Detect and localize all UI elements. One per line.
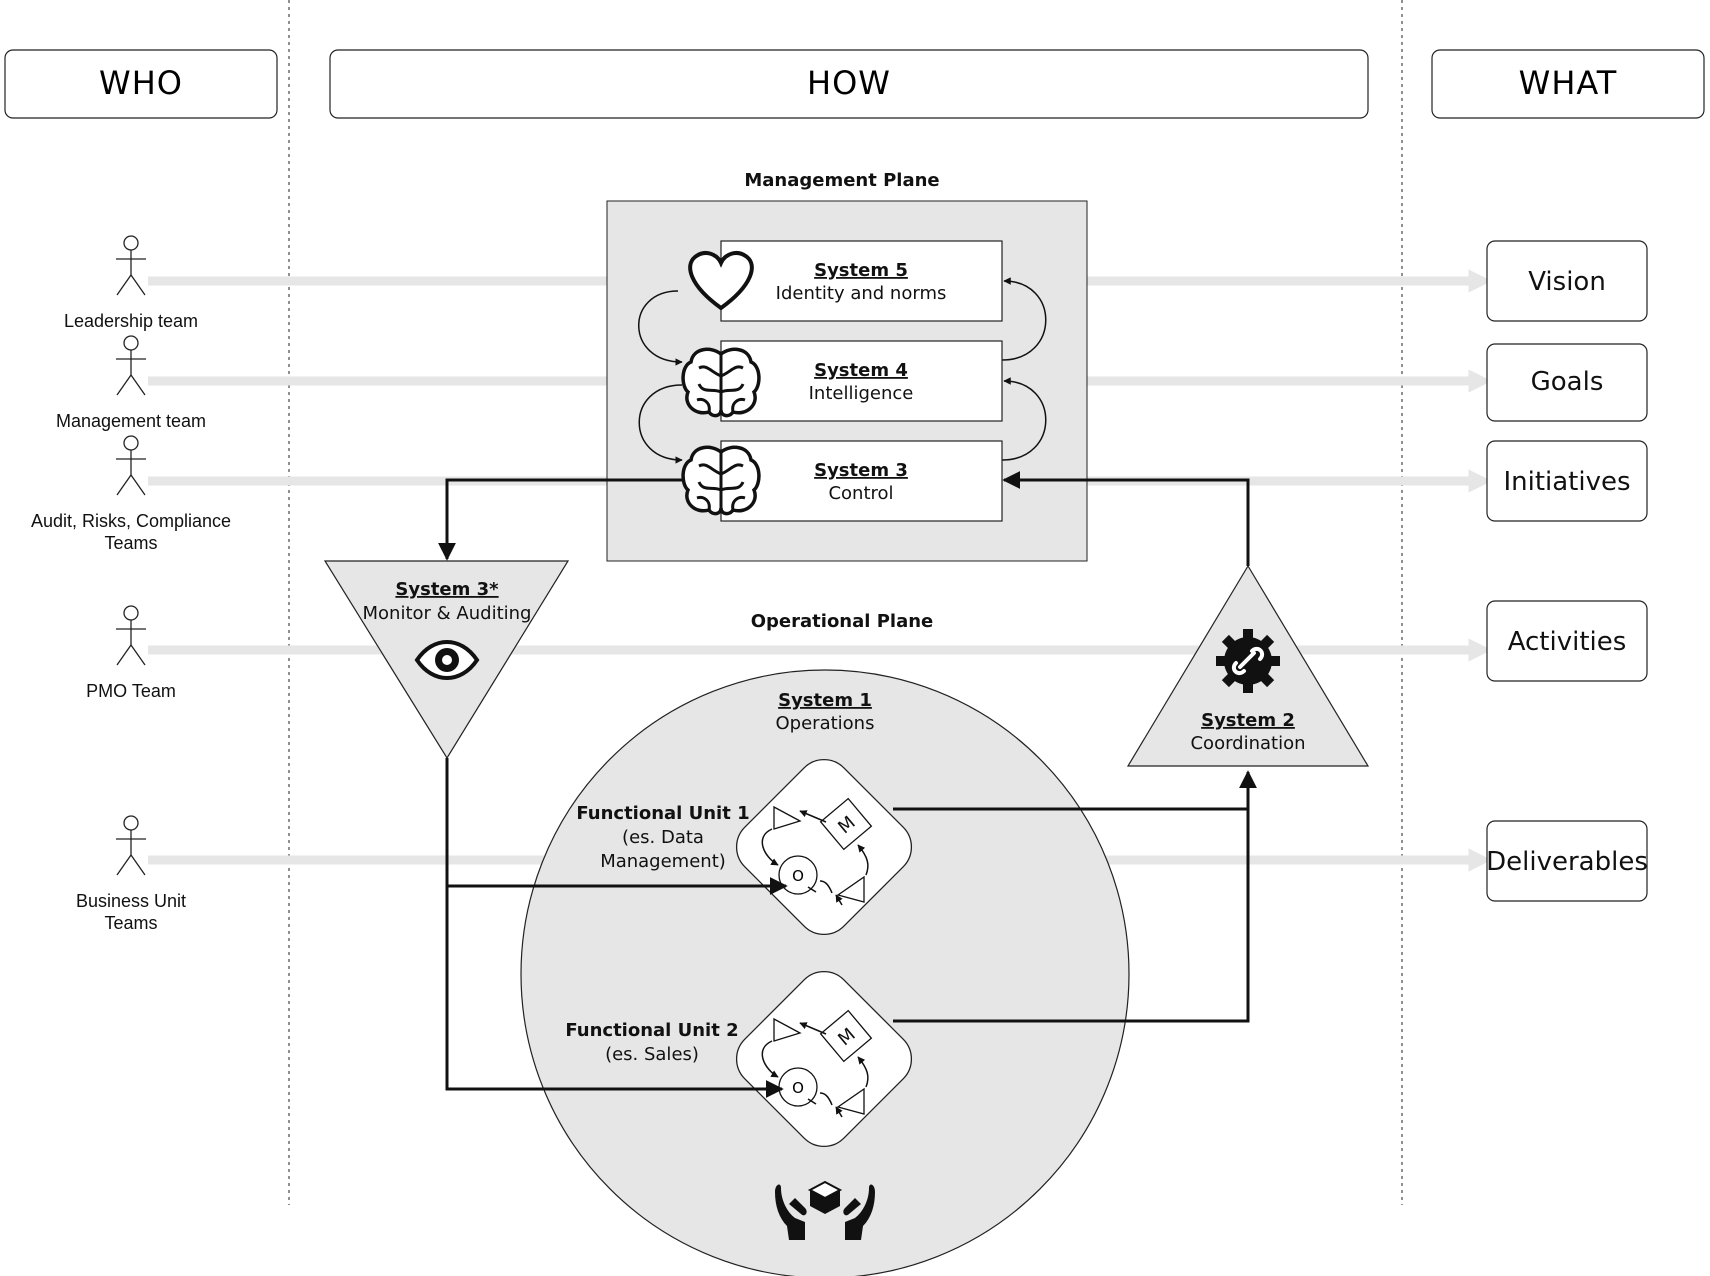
system-5-subtitle: Identity and norms xyxy=(776,283,947,304)
actor-icon xyxy=(116,235,146,296)
what-vision-label: Vision xyxy=(1528,267,1606,297)
system-2-title: System 2 xyxy=(1201,710,1295,731)
functional-unit-2: M O xyxy=(735,970,913,1148)
hands-box-icon xyxy=(775,1180,875,1240)
brain-icon xyxy=(681,445,761,516)
unit2-to-s2-line xyxy=(893,809,1250,1023)
system-3-title: System 3 xyxy=(814,460,908,481)
header-who: WHO xyxy=(4,49,278,119)
actor-label: Teams xyxy=(104,913,157,933)
actor-icon xyxy=(116,435,146,496)
s3star-to-unit2-arrow xyxy=(445,758,784,1098)
actor-label: Audit, Risks, Compliance xyxy=(31,511,231,531)
header-what: WHAT xyxy=(1431,49,1705,119)
what-activities-label: Activities xyxy=(1508,627,1627,657)
what-deliverables: Deliverables xyxy=(1486,820,1648,902)
what-initiatives-label: Initiatives xyxy=(1503,467,1630,497)
what-goals: Goals xyxy=(1486,343,1648,422)
header-how-label: HOW xyxy=(807,64,891,102)
unit-2-line-1: Functional Unit 2 xyxy=(565,1020,738,1041)
actor-label: Teams xyxy=(104,533,157,553)
brain-icon xyxy=(681,347,761,418)
what-goals-label: Goals xyxy=(1531,367,1604,397)
functional-unit-1-label: Functional Unit 1 (es. Data Management) xyxy=(576,803,749,872)
what-initiatives: Initiatives xyxy=(1486,440,1648,522)
system-1-title: System 1 xyxy=(778,690,872,711)
system-5-box: System 5 Identity and norms xyxy=(720,240,1003,322)
eye-icon xyxy=(414,640,480,680)
actor-0: Leadership team xyxy=(64,235,198,331)
system-3-star-subtitle: Monitor & Auditing xyxy=(363,603,532,624)
system-loops xyxy=(638,277,1047,464)
system-4-box: System 4 Intelligence xyxy=(720,340,1003,422)
gear-link-icon xyxy=(1216,629,1280,693)
system-3-subtitle: Control xyxy=(828,483,893,504)
actor-1: Management team xyxy=(56,335,206,431)
what-vision: Vision xyxy=(1486,240,1648,322)
header-what-label: WHAT xyxy=(1519,64,1618,102)
actor-label: Management team xyxy=(56,411,206,431)
unit-1-line-1: Functional Unit 1 xyxy=(576,803,749,824)
actor-label: PMO Team xyxy=(86,681,176,701)
what-activities: Activities xyxy=(1486,600,1648,682)
unit-1-o-label: O xyxy=(792,867,804,885)
connectors xyxy=(438,471,1257,1098)
system-5-title: System 5 xyxy=(814,260,908,281)
unit-2-o-label: O xyxy=(792,1079,804,1097)
system-1-subtitle: Operations xyxy=(776,713,875,734)
actor-icon xyxy=(116,605,146,666)
what-deliverables-label: Deliverables xyxy=(1486,847,1648,877)
actor-label: Business Unit xyxy=(76,891,186,911)
header-who-label: WHO xyxy=(99,64,183,102)
system-3-box: System 3 Control xyxy=(720,440,1003,522)
header-how: HOW xyxy=(329,49,1369,119)
system-3-star-title: System 3* xyxy=(395,579,499,600)
actor-icon xyxy=(116,815,146,876)
functional-unit-2-label: Functional Unit 2 (es. Sales) xyxy=(565,1020,738,1065)
system-4-subtitle: Intelligence xyxy=(809,383,914,404)
actor-label: Leadership team xyxy=(64,311,198,331)
system-4-title: System 4 xyxy=(814,360,908,381)
operational-plane-label: Operational Plane xyxy=(751,611,934,632)
unit-2-line-2: (es. Sales) xyxy=(605,1044,699,1065)
management-plane-label: Management Plane xyxy=(744,170,939,191)
system-2-subtitle: Coordination xyxy=(1190,733,1305,754)
heart-icon xyxy=(688,251,754,311)
s2-to-s3-arrow xyxy=(1002,471,1250,566)
unit-1-line-2: (es. Data xyxy=(622,827,704,848)
unit-1-line-3: Management) xyxy=(600,851,726,872)
s3-to-s3star-arrow xyxy=(438,478,682,561)
actor-3: PMO Team xyxy=(86,605,176,701)
actor-icon xyxy=(116,335,146,396)
